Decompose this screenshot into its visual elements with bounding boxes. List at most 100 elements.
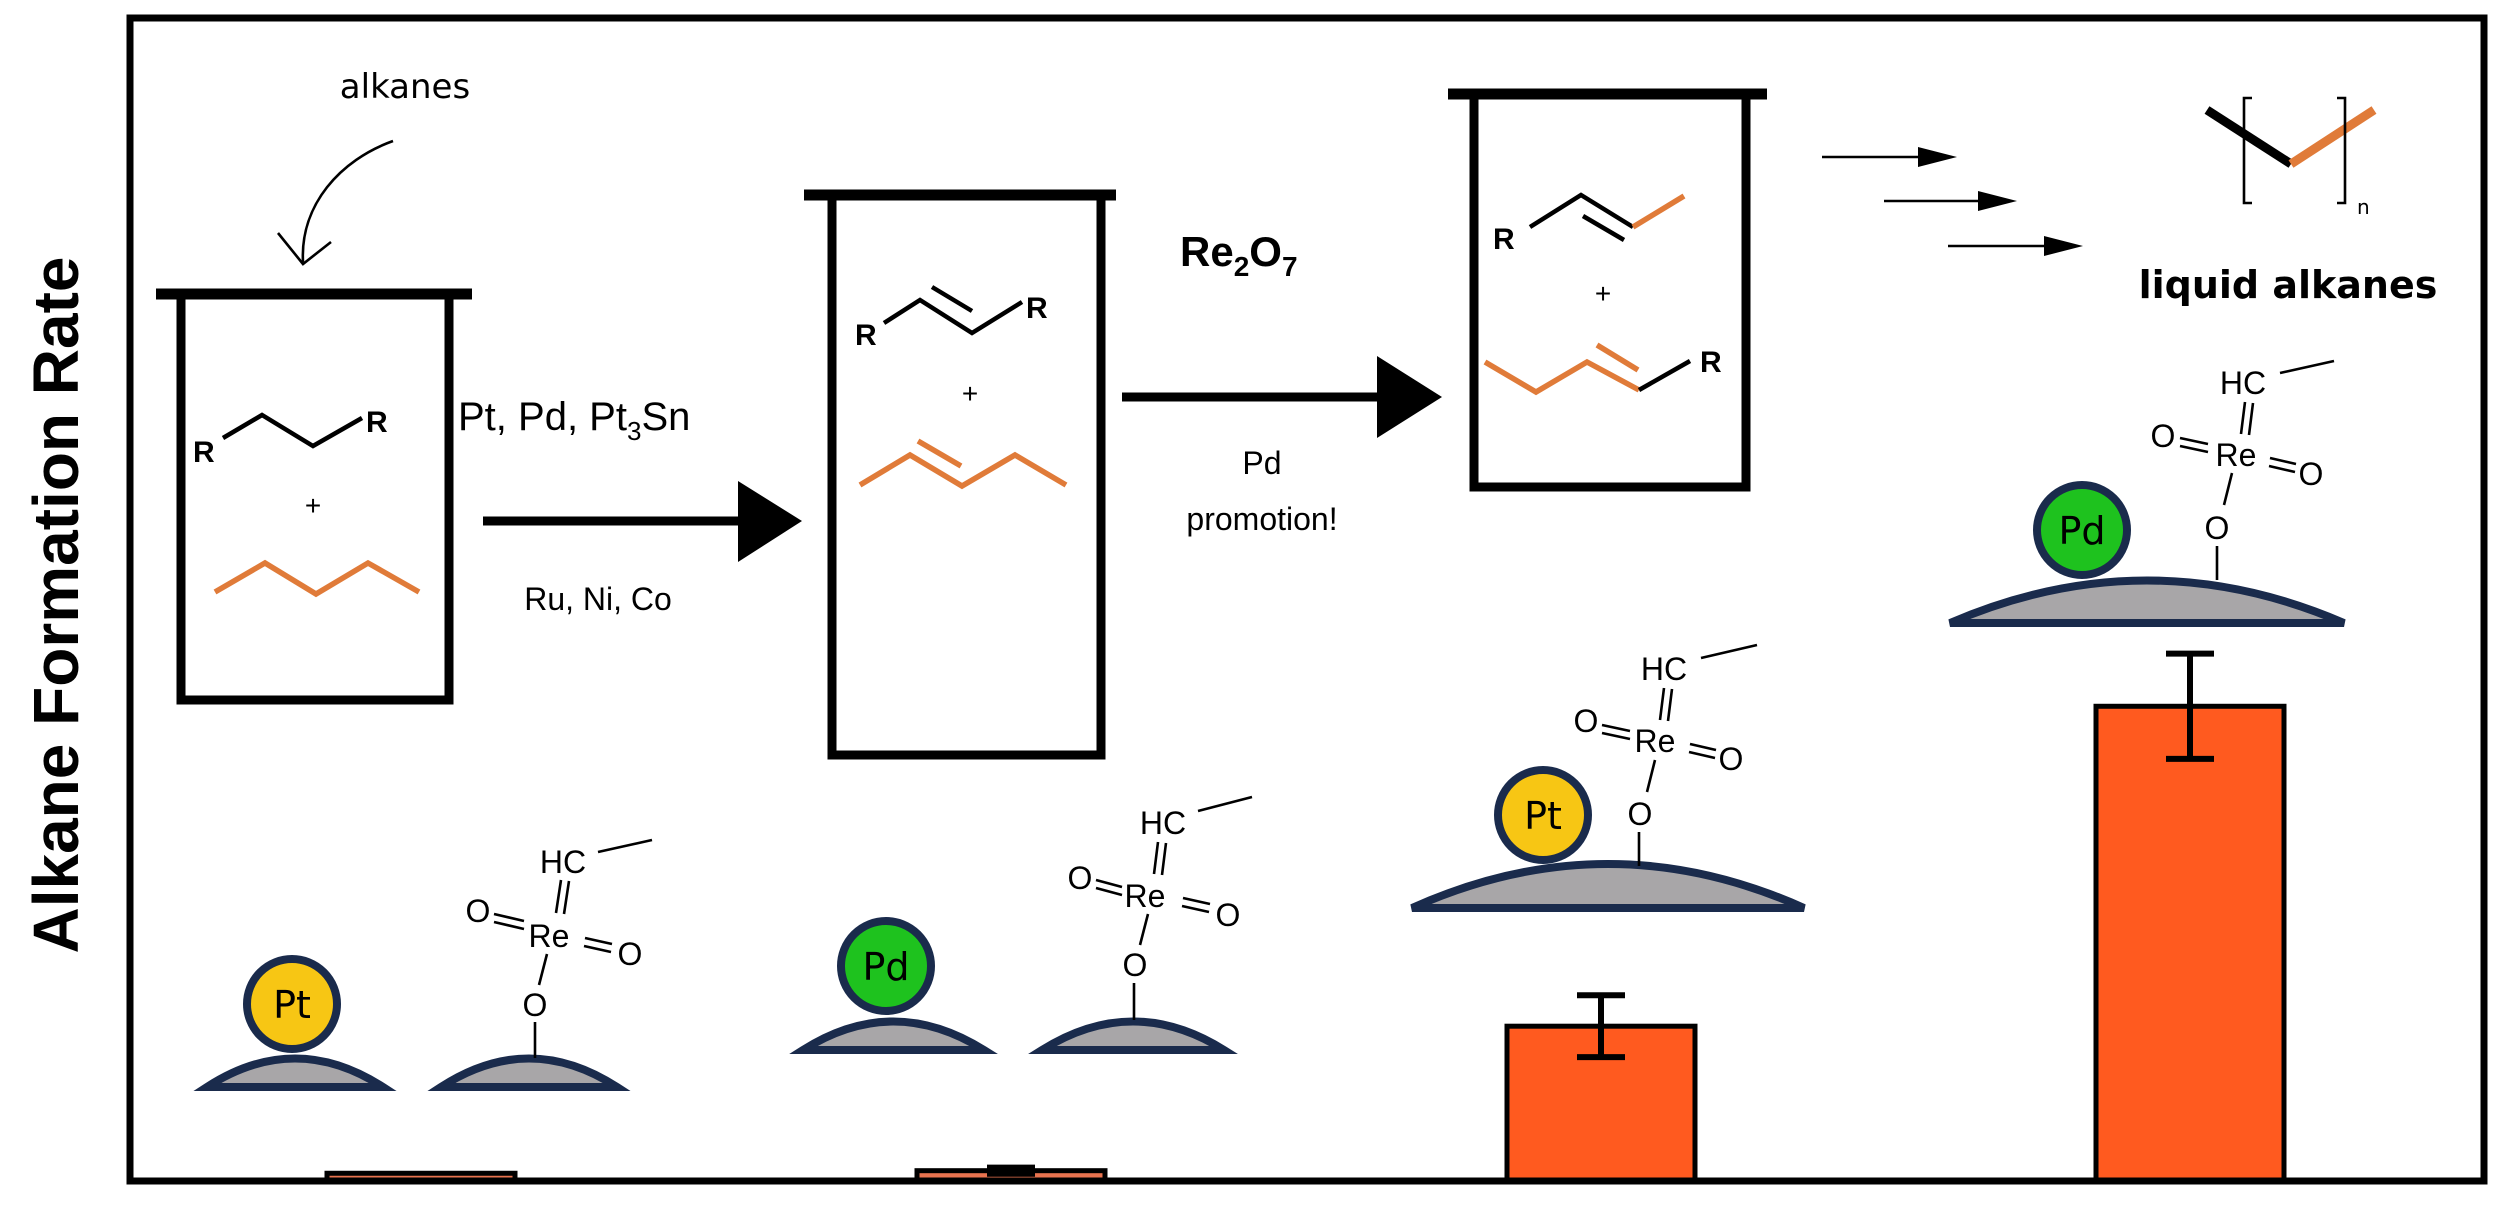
- double-bond-left: [1601, 723, 1631, 741]
- double-bond-up: [1658, 687, 1674, 722]
- arrowhead-icon: [2044, 236, 2083, 256]
- step2-note-line1: Pd: [1242, 445, 1281, 481]
- double-bond-right: [583, 936, 613, 954]
- alkyl-tail: [597, 838, 653, 854]
- beaker-3: R + R: [1448, 88, 1767, 492]
- double-bond-up: [1152, 841, 1168, 876]
- beaker-body: [176, 294, 454, 705]
- re-o-bridge: O: [523, 987, 548, 1023]
- black-bond: [2204, 106, 2294, 168]
- plus-sign: +: [305, 490, 321, 521]
- pt-particle: [243, 955, 341, 1053]
- r-group: R: [855, 319, 877, 352]
- support-dome: [427, 1054, 631, 1091]
- double-bond-right: [1688, 742, 1717, 760]
- feed-arrowhead-icon: [276, 232, 332, 266]
- error-bar-4: [2166, 650, 2214, 762]
- right-bracket: [2337, 96, 2347, 205]
- double-bond: [930, 285, 974, 313]
- oxo-right: O: [618, 936, 643, 972]
- oxo-left: O: [1574, 703, 1599, 739]
- multi-step-arrows: [1822, 147, 2083, 256]
- re-o-bond: [1645, 759, 1657, 793]
- step1-arrowhead-icon: [738, 481, 802, 562]
- double-bond: [1581, 214, 1626, 242]
- alkylidene: HC: [2220, 365, 2266, 401]
- pd-particle: [837, 917, 935, 1015]
- oxo-right: O: [2299, 456, 2324, 492]
- feed-label: alkanes: [340, 67, 470, 107]
- re-o-bridge: O: [2205, 510, 2230, 546]
- step2-reagent: Re2O7: [1180, 228, 1298, 282]
- reox-complex: O Re O O HC: [466, 838, 653, 1058]
- alkyl-tail: [1197, 795, 1253, 813]
- support-dome: [1028, 1017, 1238, 1054]
- left-bracket: [2242, 96, 2252, 205]
- re-o-bond: [2222, 472, 2234, 506]
- cross-metathesis-product-b: [1483, 358, 1641, 396]
- product-repeat-unit: n: [2204, 96, 2377, 219]
- step1-catalysts: Pt, Pd, Pt3Sn: [458, 395, 690, 446]
- beaker-body: [1469, 94, 1751, 492]
- metal-label: Pt: [273, 983, 311, 1027]
- double-bond-left: [2179, 436, 2209, 454]
- step2-arrowhead-icon: [1377, 356, 1442, 438]
- reox-complex: O Re O O HC: [1574, 643, 1758, 866]
- error-bar-3: [1577, 992, 1625, 1061]
- double-bond-left: [1095, 878, 1123, 897]
- support-dome: [1948, 576, 2346, 627]
- re-o-bridge: O: [1123, 947, 1148, 983]
- catalyst-group-4: Pd O Re O O HC: [1948, 359, 2346, 627]
- alkane-chain: [221, 412, 364, 449]
- olefin-chain: [882, 297, 1024, 336]
- light-olefin-chain: [858, 451, 1068, 490]
- re-center: Re: [1635, 723, 1676, 759]
- support-dome: [789, 1017, 998, 1054]
- double-bond-right: [2268, 456, 2297, 474]
- arrowhead-icon: [1978, 191, 2017, 211]
- black-segment: [1637, 359, 1692, 392]
- plus-sign: +: [1595, 278, 1611, 309]
- reox-complex: O Re O O HC: [1068, 795, 1253, 1020]
- oxo-right: O: [1719, 741, 1744, 777]
- feed-curved-arrow-icon: [301, 139, 394, 263]
- catalyst-group-1: Pt O Re O O HC: [193, 838, 653, 1091]
- alkyl-tail: [1700, 643, 1758, 660]
- oxo-right: O: [1216, 897, 1241, 933]
- arrowhead-icon: [1918, 147, 1957, 167]
- catalyst-group-3: Pt O Re O O HC: [1410, 643, 1806, 912]
- r-group: R: [1700, 346, 1722, 379]
- double-bond-up: [2239, 401, 2255, 436]
- step2-note-line2: promotion!: [1186, 501, 1337, 537]
- beaker-body: [827, 195, 1106, 760]
- pd-particle: [2033, 481, 2131, 579]
- re-o-bond: [537, 953, 549, 986]
- reox-complex: O Re O O HC: [2151, 359, 2335, 580]
- step1-other-catalysts: Ru, Ni, Co: [524, 581, 672, 617]
- orange-segment: [1631, 193, 1686, 230]
- re-center: Re: [2216, 437, 2257, 473]
- bar-series: [324, 650, 2287, 1184]
- re-center: Re: [529, 918, 570, 954]
- beaker-1: R R +: [156, 288, 472, 705]
- metal-label: Pt: [1524, 794, 1562, 838]
- bar-4: [2093, 703, 2287, 1184]
- re-o-bridge: O: [1628, 796, 1653, 832]
- support-dome: [193, 1054, 397, 1091]
- double-bond: [1595, 342, 1640, 373]
- double-bond-right: [1181, 896, 1211, 914]
- alkylidene: HC: [1140, 805, 1186, 841]
- error-bar-2: [987, 1164, 1035, 1177]
- plus-sign: +: [962, 378, 978, 409]
- double-bond-up: [554, 879, 571, 915]
- r-group: R: [366, 406, 388, 439]
- pt-particle: [1494, 766, 1592, 864]
- re-o-bond: [1138, 913, 1150, 946]
- r-group: R: [1026, 292, 1048, 325]
- alkylidene: HC: [1641, 651, 1687, 687]
- cross-metathesis-product-a: [1528, 192, 1635, 229]
- r-group: R: [193, 436, 215, 469]
- light-alkane-chain: [213, 559, 421, 598]
- catalyst-group-2: Pd O Re O O HC: [789, 795, 1253, 1054]
